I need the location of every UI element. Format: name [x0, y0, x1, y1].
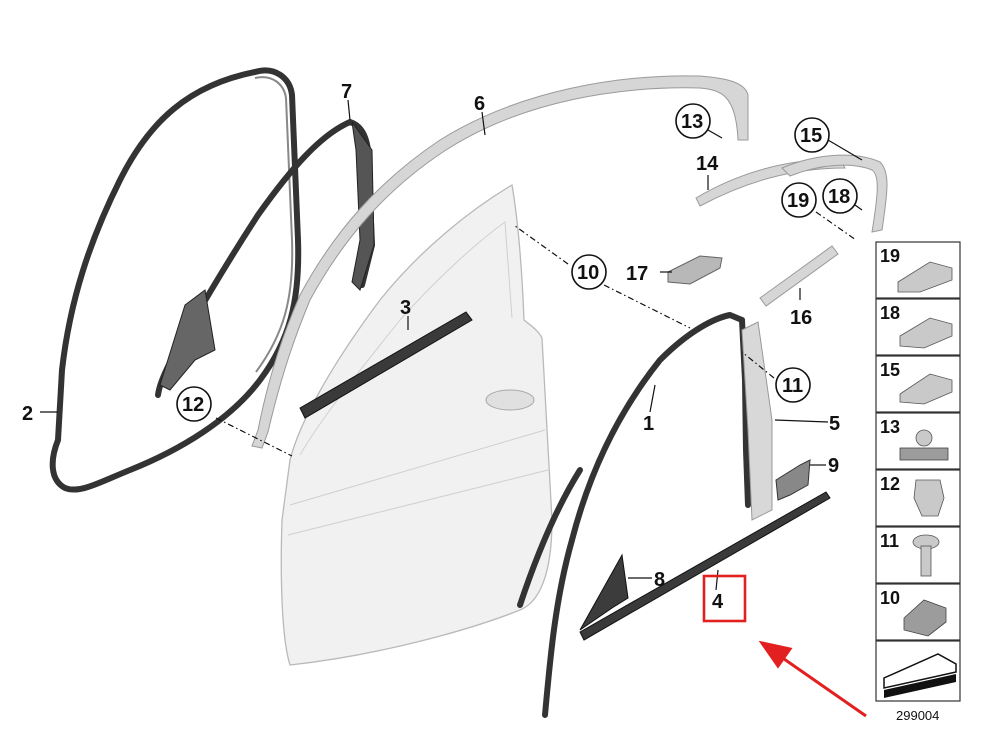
circle-part-10: [571, 254, 607, 290]
part-15-trim: [781, 154, 888, 233]
leader-lines: [40, 99, 863, 591]
part-17-clip: [667, 255, 723, 285]
label-part-14: 14: [696, 153, 719, 175]
label-part-4: 4: [712, 591, 724, 613]
door-shell: [280, 183, 553, 666]
label-part-2: 2: [22, 403, 33, 425]
label-part-19: 19: [787, 190, 809, 212]
part-4-beltline-strip: [579, 491, 831, 641]
clip-icon: [899, 317, 953, 349]
push-clip-icon: [899, 429, 949, 461]
part-16-trim: [759, 245, 839, 307]
windshield-icon: [883, 653, 957, 698]
screw-icon: [912, 534, 940, 577]
label-part-9: 9: [828, 455, 839, 477]
label-part-1: 1: [643, 413, 654, 435]
diagram-id: 299004: [896, 708, 939, 723]
fastener-legend: 19 18 15 13 12 11 10: [875, 241, 961, 702]
legend-label-11: 11: [880, 531, 899, 551]
label-part-8: 8: [654, 569, 665, 591]
legend-label-18: 18: [880, 303, 900, 323]
label-part-17: 17: [626, 263, 648, 285]
part-8-mirror-triangle: [579, 553, 629, 631]
label-part-15: 15: [800, 125, 822, 147]
circle-part-18: [822, 178, 858, 214]
circle-part-19: [781, 182, 817, 218]
label-part-18: 18: [828, 186, 850, 208]
label-part-10: 10: [577, 262, 599, 284]
circle-part-15: [794, 117, 830, 153]
circle-part-12: [176, 386, 212, 422]
part-5-pillar-trim: [741, 321, 773, 521]
legend-label-13: 13: [880, 417, 900, 437]
label-part-6: 6: [474, 93, 485, 115]
highlight-box-part-4: [702, 574, 747, 623]
red-arrow-icon: [758, 640, 867, 718]
part-6-roof-trim: [251, 75, 749, 449]
part-3-channel-strip: [299, 311, 473, 419]
circle-part-13: [675, 103, 711, 139]
label-part-12: 12: [182, 394, 204, 416]
nut-clip-icon: [913, 479, 945, 517]
label-part-5: 5: [829, 413, 840, 435]
legend-label-15: 15: [880, 360, 900, 380]
part-2-door-seal: [49, 67, 302, 493]
label-part-3: 3: [400, 297, 411, 319]
legend-label-10: 10: [880, 588, 900, 608]
legend-label-12: 12: [880, 474, 900, 494]
label-part-11: 11: [782, 375, 803, 397]
clip-icon: [897, 261, 953, 293]
clip-icon: [899, 373, 953, 405]
label-part-13: 13: [681, 111, 703, 133]
part-9-bracket: [775, 459, 811, 501]
label-part-16: 16: [790, 307, 812, 329]
spring-nut-icon: [903, 599, 947, 637]
legend-label-19: 19: [880, 246, 900, 266]
part-1-glass-run: [517, 312, 751, 718]
circle-part-11: [775, 367, 811, 403]
label-part-7: 7: [341, 81, 352, 103]
